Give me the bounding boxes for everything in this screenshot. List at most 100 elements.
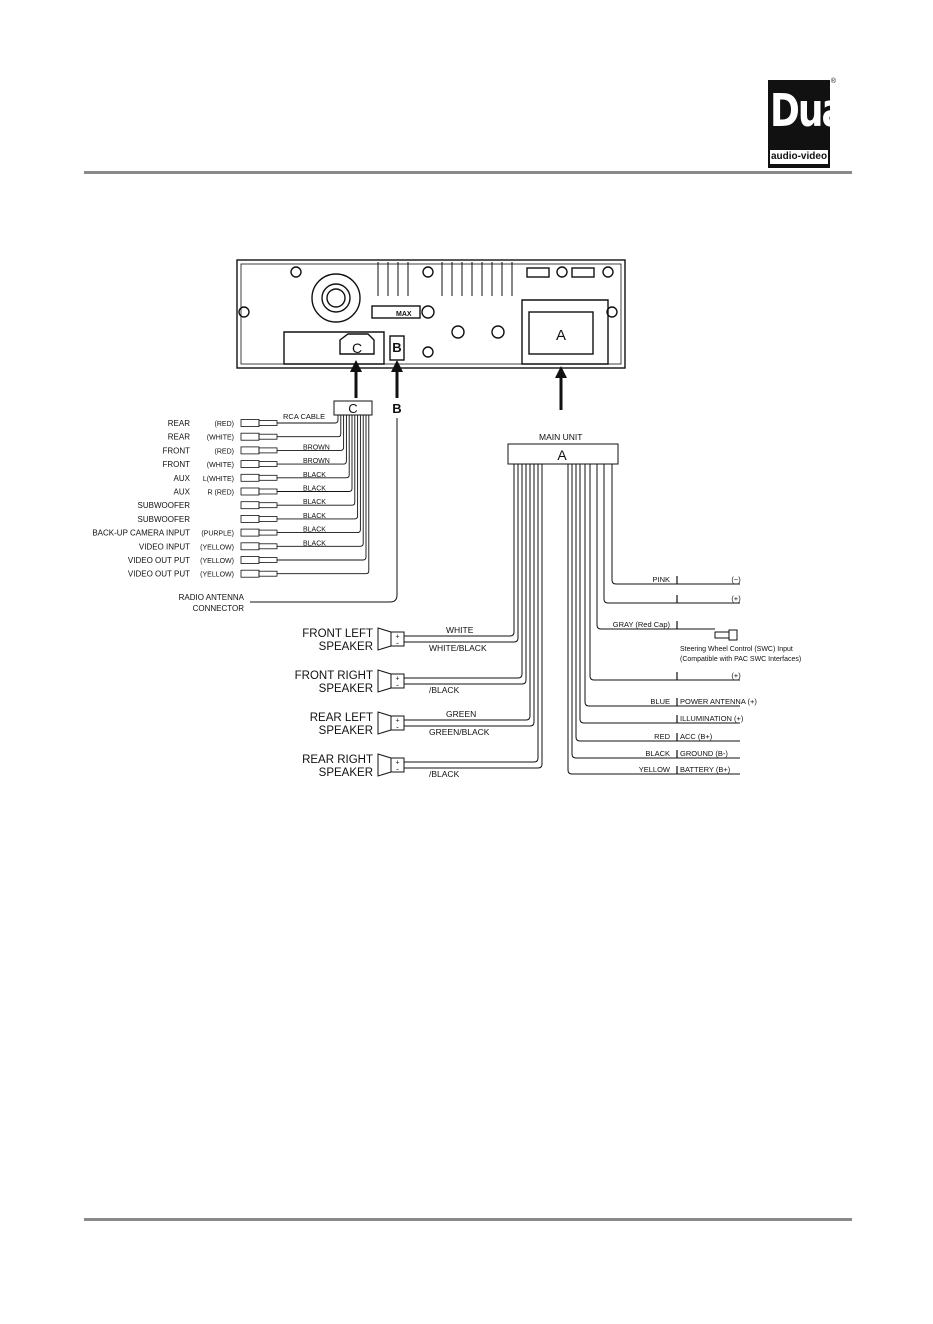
rca-row-label: AUX xyxy=(174,488,191,497)
rca-wire xyxy=(277,415,367,561)
rca-row-label: FRONT xyxy=(162,446,190,455)
speaker-minus: - xyxy=(396,723,399,732)
speaker-name-line2: SPEAKER xyxy=(319,767,373,779)
speaker-neg-wire xyxy=(404,464,535,727)
rca-wire xyxy=(277,415,350,479)
rca-wire-color: BLACK xyxy=(303,472,326,479)
harness-a-label: A xyxy=(557,447,567,463)
power-wire-color: GRAY (Red Cap) xyxy=(613,620,671,629)
speaker-icon xyxy=(377,711,392,735)
main-unit-label: MAIN UNIT xyxy=(539,432,582,442)
rca-row-label: REAR xyxy=(168,433,190,442)
unit-connector-a-label: A xyxy=(556,327,566,344)
speaker-plus: + xyxy=(395,760,399,767)
power-wire xyxy=(575,464,740,742)
antenna-wire xyxy=(250,418,398,603)
rca-plug xyxy=(240,473,260,482)
rca-wire-color: BLACK xyxy=(303,540,326,547)
power-wire-color: RED xyxy=(654,732,670,741)
speaker-pos-color: GREEN xyxy=(446,709,476,719)
rca-plug xyxy=(240,419,260,427)
rca-rows: REAR(RED)REAR(WHITE)FRONT(RED)BROWNFRONT… xyxy=(92,415,370,579)
speaker-name-line1: REAR LEFT xyxy=(310,712,373,724)
power-wire xyxy=(596,464,715,630)
speaker-terminal-box xyxy=(390,673,405,689)
swc-label-line1: Steering Wheel Control (SWC) Input xyxy=(680,646,793,653)
speaker-neg-color: WHITE/BLACK xyxy=(429,643,487,653)
rca-row-color: (YELLOW) xyxy=(200,558,234,565)
rca-plug xyxy=(240,487,260,496)
power-wire-function: BATTERY (B+) xyxy=(680,765,731,774)
rca-wire-color: BROWN xyxy=(303,444,330,451)
header-rule xyxy=(84,171,852,174)
logo-tagline: audio-video xyxy=(770,150,828,164)
rca-row-color: L(WHITE) xyxy=(203,476,234,483)
rca-plug xyxy=(240,528,260,537)
power-wire xyxy=(611,464,740,585)
antenna-label-line1: RADIO ANTENNA xyxy=(179,593,245,602)
speaker-neg-color: /BLACK xyxy=(429,685,460,695)
speaker-pos-wire xyxy=(404,464,515,637)
rca-plug-collar xyxy=(258,447,278,454)
speaker-plus: + xyxy=(395,676,399,683)
logo-registered-mark: ® xyxy=(830,78,836,85)
rca-wire xyxy=(277,415,370,575)
speakers: FRONT LEFTSPEAKER+-WHITEWHITE/BLACKFRONT… xyxy=(295,464,543,779)
speaker-pos-wire xyxy=(404,464,531,721)
rca-plug xyxy=(240,501,260,510)
rca-plug-collar xyxy=(258,461,278,468)
rca-plug xyxy=(240,542,260,551)
speaker-icon xyxy=(377,627,392,651)
rca-plug xyxy=(240,432,260,441)
rca-row-label: VIDEO INPUT xyxy=(139,542,190,551)
rca-row-label: VIDEO OUT PUT xyxy=(128,570,190,579)
footer-rule xyxy=(84,1218,852,1221)
rca-row-label: VIDEO OUT PUT xyxy=(128,556,190,565)
power-wire-color: YELLOW xyxy=(639,765,671,774)
power-wire-function: (−) xyxy=(731,575,741,584)
rca-plug-collar xyxy=(258,529,278,536)
rca-row-label: REAR xyxy=(168,419,190,428)
rca-plug-collar xyxy=(258,420,278,426)
rca-plug xyxy=(240,515,260,523)
power-wire-color: BLACK xyxy=(645,749,670,758)
rca-wire xyxy=(277,415,361,534)
power-wire xyxy=(571,464,740,759)
rca-plug xyxy=(240,460,260,469)
rca-plug xyxy=(240,569,260,578)
rca-wire-color: BLACK xyxy=(303,513,326,520)
rca-wire xyxy=(277,415,359,520)
speaker-name-line2: SPEAKER xyxy=(319,683,373,695)
rca-row-color: (WHITE) xyxy=(207,435,234,442)
connector-b-label: B xyxy=(392,401,401,416)
power-wire xyxy=(567,464,740,775)
speaker-pos-color: WHITE xyxy=(446,625,474,635)
rca-row-color: (RED) xyxy=(215,448,234,455)
speaker-name-line1: REAR RIGHT xyxy=(302,754,373,766)
power-wire-function: POWER ANTENNA (+) xyxy=(680,697,757,706)
rca-row-color: (YELLOW) xyxy=(200,572,234,579)
power-wire xyxy=(579,464,740,724)
rca-row-color: (PURPLE) xyxy=(201,531,234,538)
power-wire-function: (+) xyxy=(731,671,741,680)
speaker-icon xyxy=(377,753,392,777)
rca-row-color: (WHITE) xyxy=(207,462,234,469)
harness-c-box xyxy=(333,400,373,416)
speaker-neg-color: /BLACK xyxy=(429,769,460,779)
rca-plug-collar xyxy=(258,488,278,495)
rca-wire xyxy=(277,415,339,424)
speaker-minus: - xyxy=(396,639,399,648)
speaker-pos-wire xyxy=(404,464,539,763)
speaker-name-line1: FRONT LEFT xyxy=(302,628,373,640)
rca-wire-color: BLACK xyxy=(303,527,326,534)
rca-row-label: SUBWOOFER xyxy=(138,501,191,510)
speaker-neg-color: GREEN/BLACK xyxy=(429,727,490,737)
rca-row-label: FRONT xyxy=(162,460,190,469)
connection-arrows xyxy=(350,360,567,410)
rca-plug-collar xyxy=(258,502,278,509)
rca-cable-label: RCA CABLE xyxy=(283,412,325,421)
rca-plug-collar xyxy=(258,516,278,522)
power-wire-function: ILLUMINATION (+) xyxy=(680,714,744,723)
